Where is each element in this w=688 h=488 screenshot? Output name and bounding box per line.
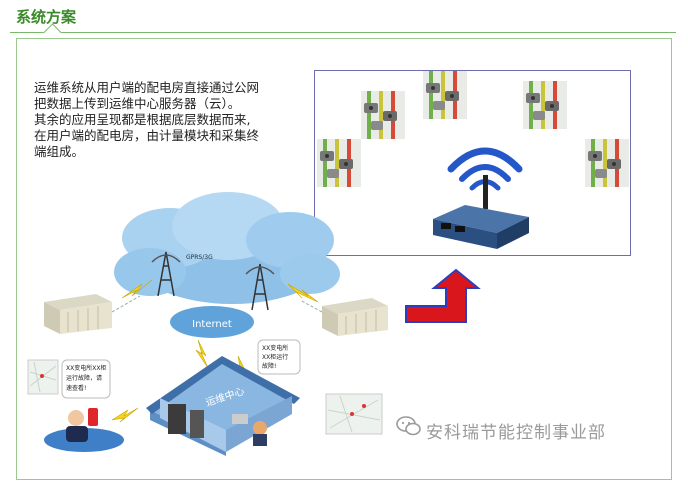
device-panel-illustration — [317, 71, 629, 249]
section-title: 系统方案 — [16, 8, 77, 26]
description-line: 运维系统从用户端的配电房直接通过公网 — [34, 80, 260, 95]
wechat-icon — [396, 416, 421, 436]
title-divider — [10, 32, 676, 33]
description-line: 把数据上传到运维中心服务器（云）。 — [34, 96, 241, 111]
watermark-text: 安科瑞节能控制事业部 — [426, 423, 606, 443]
description-line: 端组成。 — [34, 144, 85, 159]
meter-module — [423, 71, 467, 119]
meter-module — [317, 139, 361, 187]
description-line: 在用户端的配电房，由计量模块和采集终 — [34, 128, 260, 143]
content-frame — [16, 38, 672, 480]
gateway-device-icon — [433, 205, 529, 249]
meter-module — [523, 81, 567, 129]
description-text: 运维系统从用户端的配电房直接通过公网 把数据上传到运维中心服务器（云）。 其余的… — [34, 80, 304, 160]
device-panel — [314, 70, 631, 256]
meter-module — [361, 91, 405, 139]
meter-module — [585, 139, 629, 187]
antenna-icon — [483, 175, 488, 209]
description-line: 其余的应用呈现都是根据底层数据而来, — [34, 112, 251, 127]
